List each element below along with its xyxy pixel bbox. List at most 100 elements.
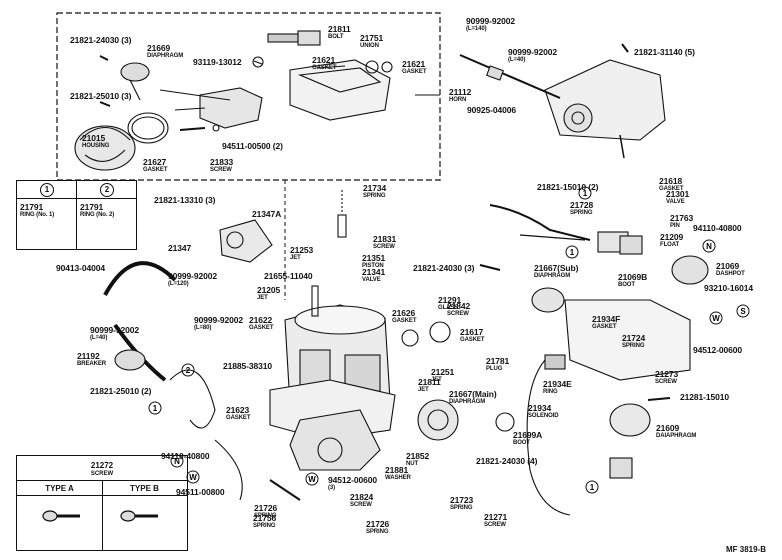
- part-description: GASKET: [312, 65, 337, 71]
- svg-text:1: 1: [570, 248, 575, 257]
- part-number: 90925-04006: [467, 105, 517, 115]
- part-description: SPRING: [570, 210, 593, 216]
- svg-text:N: N: [706, 242, 712, 251]
- part-label: 21821-24030 (3): [413, 264, 474, 273]
- part-number: 21781: [486, 356, 510, 366]
- part-description: (L=40): [508, 57, 526, 63]
- part-number: 93210-16014: [704, 283, 754, 293]
- part-description: GASKET: [402, 69, 427, 75]
- part-number: 21667(Sub): [534, 263, 579, 273]
- part-number: 21669: [147, 43, 171, 53]
- part-number: 21069: [716, 261, 740, 271]
- part-description: SCREW: [350, 502, 372, 508]
- part-number: 21621: [312, 55, 336, 65]
- svg-text:W: W: [189, 473, 197, 482]
- part-number: 94511-00800: [176, 487, 225, 497]
- part-description: GASKET: [460, 337, 485, 343]
- part-number: 21811: [418, 377, 441, 387]
- part-number: 21192: [77, 351, 100, 361]
- part-number: 21821-25010 (2): [90, 386, 152, 396]
- part-label: 90999-92002(L=120): [168, 272, 217, 288]
- part-description: UNION: [360, 43, 379, 49]
- part-description: BOOT: [618, 282, 635, 288]
- part-number: 21609: [656, 423, 680, 433]
- part-description: BOLT: [328, 34, 344, 40]
- part-description: SPRING: [253, 523, 276, 529]
- part-number: 21627: [143, 157, 167, 167]
- part-number: 21281-15010: [680, 392, 730, 402]
- part-description: DIAPHRAGM: [147, 53, 184, 59]
- part-number: 21626: [392, 308, 416, 318]
- rings-legend-header-rule: [17, 198, 136, 199]
- part-number: 21253: [290, 245, 314, 255]
- screw-glyphs: [42, 510, 158, 522]
- part-number: 90999-92002: [508, 47, 558, 57]
- part-number: 21271: [484, 512, 508, 522]
- screw-type-b: TYPE B: [130, 484, 159, 493]
- part-description: SOLENOID: [528, 413, 559, 419]
- part-number: 21821-24030 (3): [413, 263, 475, 273]
- part-number: 21734: [363, 183, 387, 193]
- screw-table-number: 21272: [90, 461, 114, 470]
- part-label: 21655-11040: [264, 272, 313, 281]
- circle-markers: 1 1 2 1 1 N S W N W W: [148, 186, 750, 494]
- part-description: HORN: [449, 97, 467, 103]
- part-number: 21726: [254, 503, 278, 513]
- part-label: 90925-04006: [467, 106, 516, 115]
- part-number: 21667(Main): [449, 389, 497, 399]
- part-label: 90999-92002(L=140): [466, 17, 515, 33]
- svg-text:W: W: [308, 475, 316, 484]
- svg-text:2: 2: [186, 366, 191, 375]
- ring-1-label: 21791 RING (No. 1): [20, 203, 54, 219]
- svg-text:1: 1: [153, 404, 158, 413]
- part-number: 94511-00500 (2): [222, 141, 283, 151]
- ring-marker-1: 1: [40, 183, 54, 197]
- part-number: 21621: [402, 59, 426, 69]
- part-label: 94511-00500 (2): [222, 142, 283, 151]
- right-components-drawing: [479, 204, 709, 516]
- part-description: (L=40): [90, 335, 108, 341]
- part-number: 94110-40800: [161, 451, 210, 461]
- ring-2-label: 21791 RING (No. 2): [80, 203, 114, 219]
- part-number: 21811: [328, 24, 351, 34]
- part-description: RING: [543, 389, 558, 395]
- part-description: FLOAT: [660, 242, 680, 248]
- part-description: PISTON: [362, 263, 384, 269]
- part-label: 21347A: [252, 210, 281, 219]
- part-description: GASKET: [592, 324, 617, 330]
- part-number: 21833: [210, 157, 234, 167]
- part-number: 21347: [168, 243, 192, 253]
- part-description: GASKET: [659, 186, 684, 192]
- part-description: DAIAPHRAGM: [656, 433, 697, 439]
- part-label: 94512-00600: [693, 346, 742, 355]
- part-number: 21751: [360, 33, 384, 43]
- part-number: 21934E: [543, 379, 572, 389]
- part-number: 21842: [447, 301, 471, 311]
- part-description: GASKET: [392, 318, 417, 324]
- part-number: 21726: [366, 519, 390, 529]
- part-description: NUT: [406, 461, 419, 467]
- part-number: 21347A: [252, 209, 282, 219]
- part-label: 90999-92002(L=40): [90, 326, 139, 342]
- part-number: 21622: [249, 315, 273, 325]
- part-label: 90999-92002(L=40): [508, 48, 557, 64]
